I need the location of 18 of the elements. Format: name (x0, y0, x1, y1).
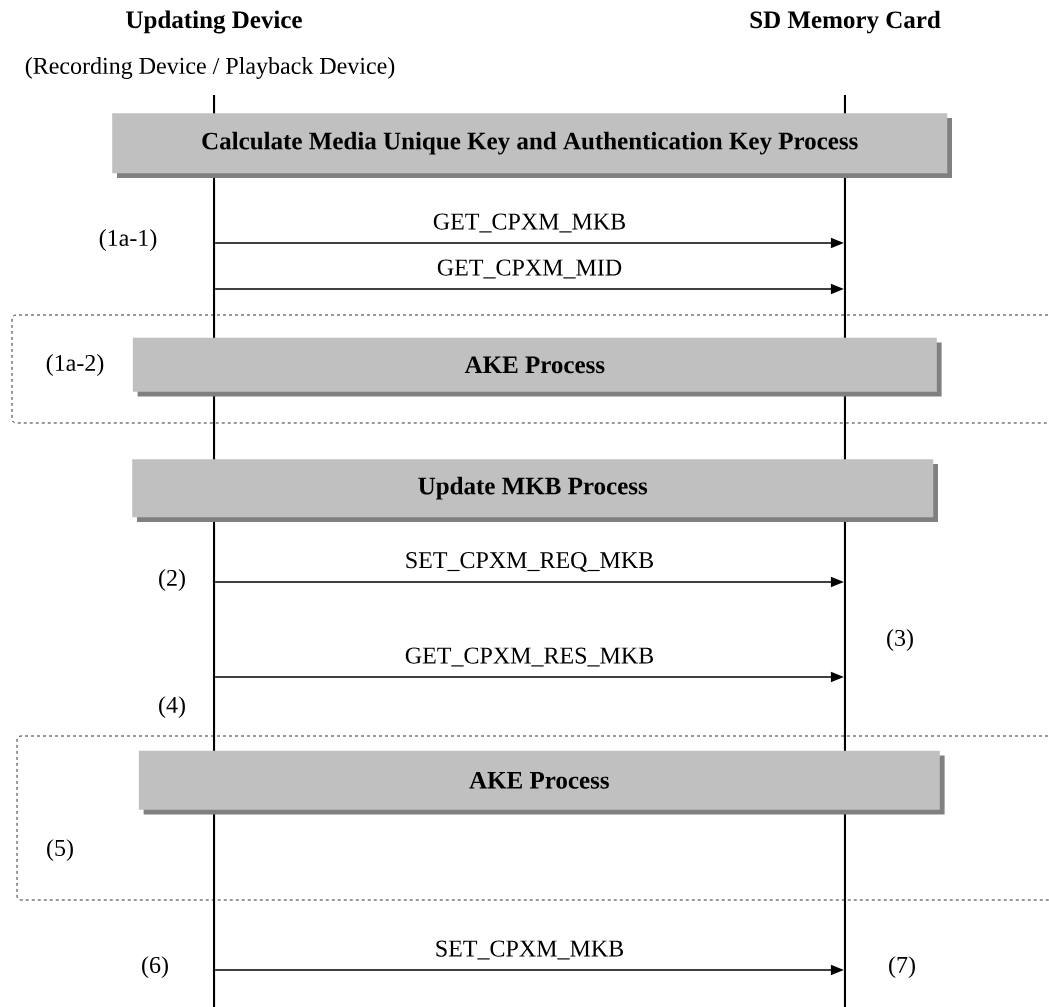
participant-heading: SD Memory Card (750, 10, 941, 34)
step-number: (7) (889, 956, 915, 978)
message-label: GET_CPXM_RES_MKB (405, 647, 653, 667)
process-box: AKE Process (138, 750, 945, 815)
participant-subtitle: (Recording Device / Playback Device) (25, 57, 395, 79)
message-label: SET_CPXM_MKB (436, 940, 623, 960)
message-label: SET_CPXM_REQ_MKB (406, 552, 653, 572)
step-number: (6) (142, 956, 168, 978)
step-number: (1a-1) (99, 229, 157, 251)
step-number: (3) (887, 629, 913, 651)
step-number: (4) (159, 696, 185, 718)
step-number: (2) (159, 569, 185, 591)
participant-heading: Updating Device (126, 10, 302, 34)
process-box: Calculate Media Unique Key and Authentication Key Process (112, 113, 952, 178)
process-box: Update MKB Process (132, 459, 938, 522)
message-label: GET_CPXM_MKB (433, 213, 625, 233)
process-box: AKE Process (132, 337, 942, 397)
message-label: GET_CPXM_MID (437, 259, 622, 279)
